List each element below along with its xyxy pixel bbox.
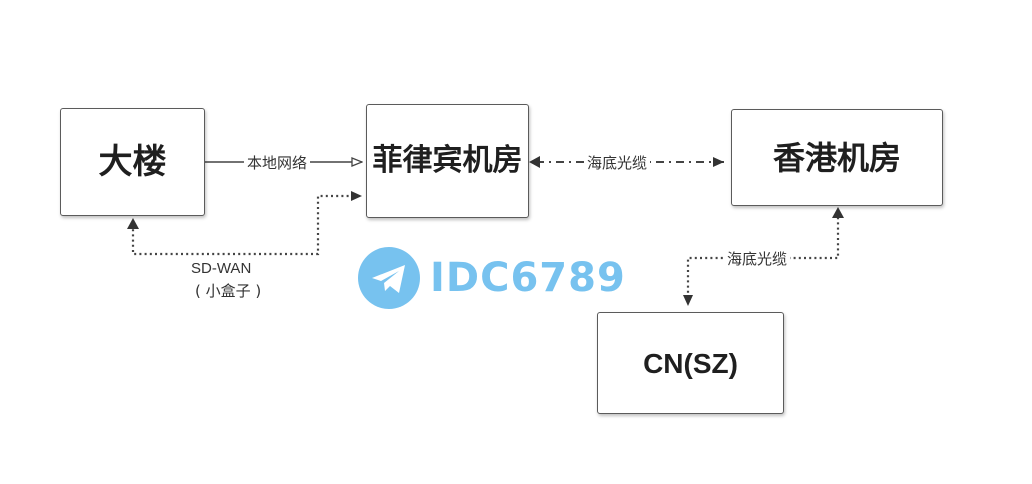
sdwan-path <box>131 191 362 256</box>
telegram-paper-plane-icon <box>358 247 420 309</box>
submarine-cable-label-2: 海底光缆 <box>724 250 791 268</box>
submarine-cable-label-1: 海底光缆 <box>584 154 651 172</box>
sdwan-up-arrowhead <box>127 218 139 229</box>
node-hongkong-dc-label: 香港机房 <box>772 138 901 177</box>
submarine-cable-up-arrowhead <box>832 207 844 218</box>
node-philippines-dc-label: 菲律宾机房 <box>372 143 523 179</box>
submarine-cable-left-arrowhead <box>529 156 540 168</box>
node-hongkong-dc: 香港机房 <box>731 109 943 206</box>
sdwan-label: SD-WAN <box>191 260 252 277</box>
node-philippines-dc: 菲律宾机房 <box>366 104 529 218</box>
watermark-text: IDC6789 <box>430 255 626 301</box>
node-cn-sz-label: CN(SZ) <box>643 347 738 379</box>
watermark: IDC6789 <box>358 246 626 310</box>
node-cn-sz: CN(SZ) <box>597 312 784 414</box>
node-building: 大楼 <box>60 108 205 216</box>
node-building-label: 大楼 <box>98 141 167 182</box>
local-network-label: 本地网络 <box>244 154 311 172</box>
sdwan-note-label: ( 小盒子 ) <box>195 282 262 300</box>
